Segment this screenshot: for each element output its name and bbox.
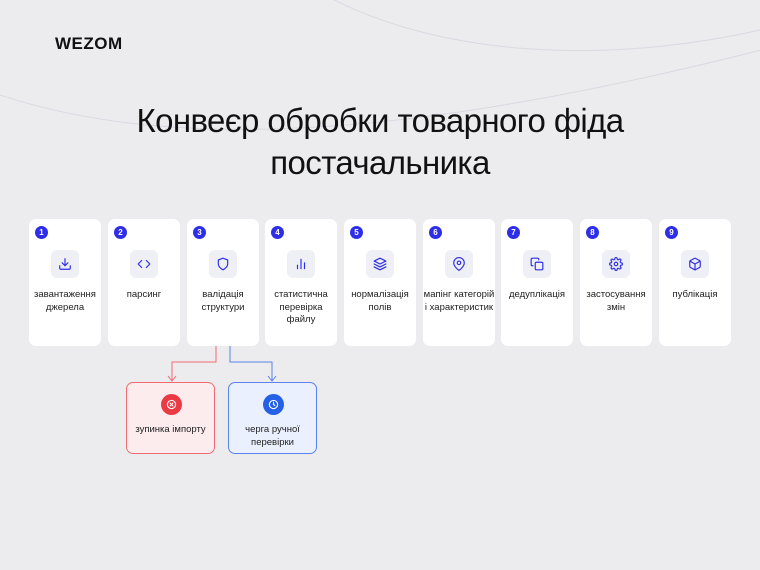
page-title: Конвеєр обробки товарного фіда постачаль… <box>0 100 760 184</box>
step-label: публікація <box>672 289 718 300</box>
page-title-line-2: постачальника <box>270 144 490 181</box>
step-card-1: 1 завантаження джерела <box>29 219 101 346</box>
step-number: 2 <box>114 226 127 239</box>
step-number: 1 <box>35 226 48 239</box>
download-icon <box>51 250 79 278</box>
step-number: 5 <box>350 226 363 239</box>
step-card-8: 8 застосування змін <box>580 219 652 346</box>
step-number: 9 <box>665 226 678 239</box>
step-label: дедуплікація <box>508 289 566 300</box>
code-icon <box>130 250 158 278</box>
step-label: застосування змін <box>586 289 646 313</box>
step-label: мапінг категорій і характеристик <box>423 289 495 313</box>
step-card-6: 6 мапінг категорій і характеристик <box>423 219 495 346</box>
step-number: 7 <box>507 226 520 239</box>
step-card-3: 3 валідація структури <box>187 219 259 346</box>
step-card-4: 4 статистична перевірка файлу <box>265 219 337 346</box>
shield-icon <box>209 250 237 278</box>
step-label: статистична перевірка файлу <box>274 289 328 325</box>
map-pin-icon <box>445 250 473 278</box>
gear-icon <box>602 250 630 278</box>
step-card-7: 7 дедуплікація <box>501 219 573 346</box>
package-icon <box>681 250 709 278</box>
step-label: парсинг <box>126 289 162 300</box>
brand-logo: WEZOM <box>55 34 123 53</box>
step-number: 4 <box>271 226 284 239</box>
step-label: валідація структури <box>201 289 245 313</box>
step-card-2: 2 парсинг <box>108 219 180 346</box>
page-title-line-1: Конвеєр обробки товарного фіда <box>136 102 624 139</box>
step-label: завантаження джерела <box>34 289 96 313</box>
step-number: 3 <box>193 226 206 239</box>
step-number: 8 <box>586 226 599 239</box>
step-label: нормалізація полів <box>351 289 409 313</box>
branch-stop-import: зупинка імпорту <box>126 382 215 454</box>
clock-icon <box>263 394 284 415</box>
copy-icon <box>523 250 551 278</box>
step-card-5: 5 нормалізація полів <box>344 219 416 346</box>
step-number: 6 <box>429 226 442 239</box>
branch-label: зупинка імпорту <box>135 424 206 435</box>
x-circle-icon <box>161 394 182 415</box>
step-card-9: 9 публікація <box>659 219 731 346</box>
layers-icon <box>366 250 394 278</box>
bar-chart-icon <box>287 250 315 278</box>
branch-manual-review-queue: черга ручної перевірки <box>228 382 317 454</box>
branch-label: черга ручної перевірки <box>245 424 300 448</box>
